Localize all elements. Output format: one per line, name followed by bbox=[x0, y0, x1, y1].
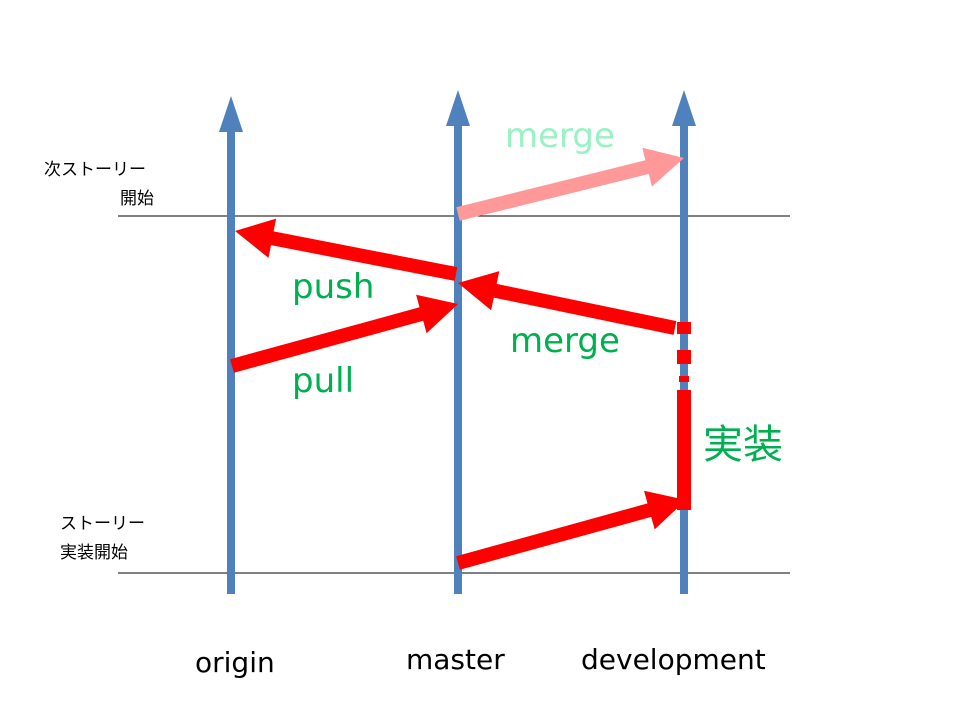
development-branch-line bbox=[672, 90, 696, 594]
next-story-label-line2: 開始 bbox=[120, 189, 154, 209]
pull-arrow bbox=[230, 294, 458, 373]
merge-label: merge bbox=[510, 321, 620, 361]
push-arrow bbox=[235, 218, 458, 281]
implementation-label: 実装 bbox=[703, 422, 783, 468]
pull-label: pull bbox=[292, 361, 354, 401]
development-label: development bbox=[581, 643, 766, 676]
origin-branch-line bbox=[219, 96, 243, 594]
story-impl-label-line1: ストーリー bbox=[60, 514, 145, 534]
master-branch-line bbox=[446, 90, 470, 594]
origin-label: origin bbox=[195, 646, 275, 679]
implementation-bar bbox=[677, 322, 691, 510]
story-impl-label-line2: 実装開始 bbox=[60, 543, 128, 563]
merge-future-label: merge bbox=[505, 116, 615, 156]
merge-future-arrow bbox=[456, 147, 684, 221]
merge-arrow bbox=[458, 271, 677, 335]
impl-start-arrow bbox=[456, 490, 686, 570]
master-label: master bbox=[406, 643, 505, 676]
push-label: push bbox=[292, 267, 374, 307]
next-story-label-line1: 次ストーリー bbox=[44, 160, 146, 180]
